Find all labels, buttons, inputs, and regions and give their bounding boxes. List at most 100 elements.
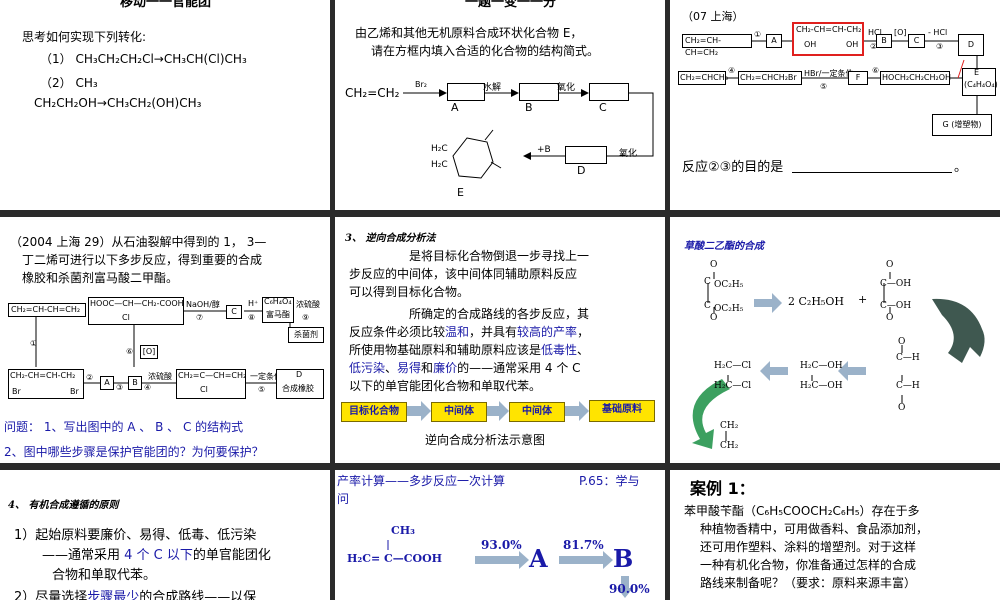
slide-4-box-a[interactable]: A xyxy=(100,376,114,390)
slide-4-acid-cl: Cl xyxy=(122,313,130,322)
slide-3-diol-box[interactable]: HOCH₂CH₂CH₂OH xyxy=(880,71,951,85)
slide-1-intro: 思考如何实现下列转化: xyxy=(22,30,147,44)
slide-2-box-b[interactable] xyxy=(519,83,559,101)
slide-5-flow-intermediate-1: 中间体 xyxy=(431,402,487,422)
slide-6[interactable]: 草酸二乙酯的合成 O C OC₂H₅ C OC₂H₅ O 2 C₂H₅OH + … xyxy=(670,217,1000,463)
slide-3-box-d[interactable]: D xyxy=(958,34,984,56)
slide-4-o-box[interactable]: [O] xyxy=(140,345,158,359)
slide-4-box-c[interactable]: C xyxy=(226,305,242,319)
slide-4-dibromo-box[interactable] xyxy=(8,369,84,399)
slide-9-line-2: 种植物香精中，可用做香料、食品添加剂， xyxy=(700,522,929,536)
slide-4-chloroprene-box[interactable] xyxy=(176,369,246,399)
slide-3-c2: ② xyxy=(870,42,878,51)
slide-3[interactable]: （07 上海） CH₂=CH-CH=CH₂ ① A CH₂-CH=CH-CH₂ … xyxy=(670,0,1000,210)
slide-2-ox2: 氧化 xyxy=(619,149,638,159)
slide-3-box-g[interactable]: G (增塑物) xyxy=(932,114,992,136)
slide-7-fewest-steps: 步骤最少 xyxy=(87,590,140,600)
slide-3-question: 反应②③的目的是 xyxy=(682,160,784,175)
slide-6-o-top-right: O xyxy=(886,260,894,270)
slide-1-item-2b: CH₂CH₂OH→CH₃CH₂(OH)CH₃ xyxy=(34,96,202,110)
slide-3-box-c[interactable]: C xyxy=(908,34,925,48)
slide-2-label-b: B xyxy=(525,101,533,114)
slide-2-title: 一题一变一一分 xyxy=(465,0,557,10)
slide-3-answer-blank[interactable] xyxy=(792,172,952,173)
slide-3-source: （07 上海） xyxy=(682,10,744,23)
slide-4-line-2: 丁二烯可进行以下多步反应，得到重要的合成 xyxy=(22,253,263,267)
slide-5[interactable]: 3、 逆向合成分析法 是将目标化合物倒退一步寻找上一 步反应的中间体，该中间体同… xyxy=(335,217,665,463)
slide-4-naoh: NaOH/醇 xyxy=(186,300,220,309)
slide-3-label-e: E xyxy=(974,68,980,77)
slide-8-yield-3: 90.0% xyxy=(609,582,650,596)
slide-9-title: 案例 1： xyxy=(690,479,755,498)
slide-3-box-a[interactable]: A xyxy=(766,34,782,48)
slide-1-title: 移动一一官能团 xyxy=(120,0,212,10)
slide-3-red-box[interactable] xyxy=(792,22,864,56)
slide-2-label-a: A xyxy=(451,101,459,114)
slide-6-ethanol: 2 C₂H₅OH xyxy=(788,295,844,308)
slide-4-c6: ⑥ xyxy=(126,347,134,356)
slide-5-p1-b: 步反应的中间体，该中间体同辅助原料反应 xyxy=(349,267,578,281)
slide-6-ch-1: C—H xyxy=(896,353,920,363)
slide-6-c-bottom-left: C xyxy=(704,301,711,311)
slide-3-e-formula: (C₄H₄O₄) xyxy=(964,80,998,89)
slide-7[interactable]: 4、 有机合成遵循的原则 1）起始原料要廉价、易得、低毒、低污染 ——通常采用 … xyxy=(0,470,330,600)
slide-3-allyl-box[interactable]: CH₂=CHCH₂Br xyxy=(738,71,802,85)
slide-5-p2-d6: 的——通常采用 4 个 C xyxy=(457,361,581,375)
slide-6-title: 草酸二乙酯的合成 xyxy=(684,241,764,252)
slide-4-box-d[interactable] xyxy=(276,369,324,399)
slide-3-propene-box[interactable]: CH₂=CHCH₃ xyxy=(678,71,728,85)
slide-3-box-f[interactable]: F xyxy=(848,71,868,85)
slide-6-o-top-left: O xyxy=(710,260,718,270)
slide-3-start-box[interactable]: CH₂=CH-CH=CH₂ xyxy=(682,34,752,57)
slide-5-flow-raw: 基础原料 xyxy=(589,400,655,422)
slide-4-br-1: Br xyxy=(12,387,21,396)
slide-7-line-1: 1）起始原料要廉价、易得、低毒、低污染 xyxy=(14,528,257,543)
slide-5-heading: 3、 逆向合成分析法 xyxy=(345,233,436,244)
slide-5-low-toxicity: 低毒性 xyxy=(541,343,578,357)
slide-8[interactable]: 产率计算——多步反应一次计算 P.65：学与 问 CH₃ H₂C= C—COOH… xyxy=(335,470,665,600)
slide-4[interactable]: （2004 上海 29）从石油裂解中得到的 1， 3— 丁二烯可进行以下多步反应… xyxy=(0,217,330,463)
slide-5-p2-b: 反应条件必须比较温和，并具有较高的产率， xyxy=(349,323,589,340)
slide-5-p2-d4: 和 xyxy=(421,361,434,375)
slide-2[interactable]: 一题一变一一分 由乙烯和其他无机原料合成环状化合物 E， 请在方框内填入合适的化… xyxy=(335,0,665,210)
slide-2-h2c-2: H₂C xyxy=(431,160,448,170)
slide-1[interactable]: 移动一一官能团 思考如何实现下列转化: （1） CH₃CH₂CH₂Cl→CH₃C… xyxy=(0,0,330,210)
slide-9[interactable]: 案例 1： 苯甲酸苄酯（C₆H₅COOCH₂C₆H₅）存在于多 种植物香精中，可… xyxy=(670,470,1000,600)
slide-4-line-1: （2004 上海 29）从石油裂解中得到的 1， 3— xyxy=(10,235,267,249)
slide-3-oh-2: OH xyxy=(846,40,859,49)
slide-9-line-4: 一种有机化合物，你准备通过怎样的合成 xyxy=(700,558,917,572)
slide-3-c6: ⑥ xyxy=(872,66,880,75)
slide-4-c4: ④ xyxy=(144,383,152,392)
slide-7-line-3: 合物和单取代苯。 xyxy=(52,568,157,583)
slide-5-p2-b5: ， xyxy=(577,325,590,339)
slide-4-acid-box[interactable] xyxy=(88,297,184,325)
slide-2-box-d[interactable] xyxy=(565,146,607,164)
slide-2-label-d: D xyxy=(577,164,586,177)
slide-2-plus-b: +B xyxy=(537,145,551,155)
slide-6-c-top-left: C xyxy=(704,277,711,287)
slide-2-line-1: 由乙烯和其他无机原料合成环状化合物 E， xyxy=(355,26,583,40)
slide-4-butadiene-box[interactable]: CH₂=CH-CH=CH₂ xyxy=(8,303,86,317)
slide-4-box-b[interactable]: B xyxy=(128,376,142,390)
slide-2-line-2: 请在方框内填入合适的化合物的结构简式。 xyxy=(371,44,600,58)
slide-7-line-2c: 的单官能团化 xyxy=(192,548,271,563)
slide-4-c5: ⑤ xyxy=(258,385,266,394)
slide-5-p2-a: 所确定的合成路线的各步反应，其 xyxy=(409,307,590,321)
slide-8-label-a: A xyxy=(529,544,548,573)
slide-4-bact-box[interactable]: 杀菌剂 xyxy=(288,327,324,343)
slide-3-box-b[interactable]: B xyxy=(876,34,892,48)
slide-3-red-text: CH₂-CH=CH-CH₂ xyxy=(796,25,862,34)
slide-2-box-a[interactable] xyxy=(447,83,485,101)
slide-5-mild: 温和 xyxy=(445,325,470,339)
slide-2-box-c[interactable] xyxy=(589,83,629,101)
slide-4-fuma-box[interactable] xyxy=(262,297,294,323)
slide-5-easy: 易得 xyxy=(397,361,422,375)
slide-8-label-b: B xyxy=(613,544,634,573)
slide-3-box-e[interactable] xyxy=(962,68,996,96)
slide-4-chloroprene: CH₂=C—CH=CH₂ xyxy=(178,371,247,380)
slide-8-ref-2: 问 xyxy=(337,492,350,506)
slide-2-diagram-lines xyxy=(403,89,654,179)
slide-4-h2so4: 浓硫酸 xyxy=(296,300,320,309)
slide-3-c3: ③ xyxy=(936,42,944,51)
slide-4-question-1: 问题： 1、写出图中的 A 、 B 、 C 的结构式 xyxy=(4,420,244,434)
